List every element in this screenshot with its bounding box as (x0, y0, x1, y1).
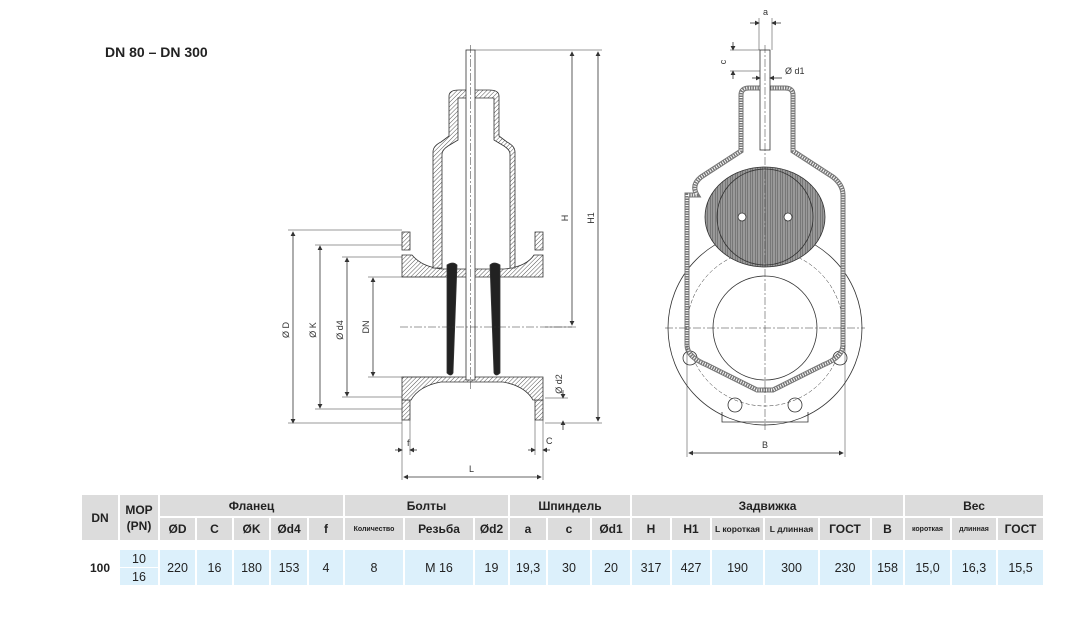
label-od2: Ø d2 (554, 374, 564, 394)
valve-drawing: Ø D Ø K Ø d4 DN H H1 Ø d2 f C L a c Ø d1… (281, 7, 865, 480)
pn-value: 16 (120, 568, 158, 585)
table-cell: 180 (234, 550, 269, 585)
table-cell: 20 (592, 550, 630, 585)
mop-header: MOP(PN) (120, 495, 158, 540)
column-header: Количество (345, 518, 403, 540)
table-cell: M 16 (405, 550, 473, 585)
column-header: f (309, 518, 343, 540)
label-c-flange: C (546, 436, 553, 446)
column-header: Ød2 (475, 518, 508, 540)
table-cell: 230 (820, 550, 870, 585)
column-header: L длинная (765, 518, 818, 540)
pn-label: (PN) (126, 518, 152, 533)
page-title: DN 80 – DN 300 (105, 44, 208, 60)
label-ok: Ø K (308, 322, 318, 338)
table-cell: 30 (548, 550, 590, 585)
column-header: короткая (905, 518, 950, 540)
column-header: Ød1 (592, 518, 630, 540)
pn-value: 10 (120, 550, 158, 567)
table-cell: 4 (309, 550, 343, 585)
column-header: длинная (952, 518, 996, 540)
table-cell: 8 (345, 550, 403, 585)
column-header: L короткая (712, 518, 763, 540)
front-view (665, 18, 865, 457)
label-b: B (762, 440, 768, 450)
column-header: ØK (234, 518, 269, 540)
table-cell: 153 (271, 550, 307, 585)
column-header: ГОСТ (820, 518, 870, 540)
column-header: H1 (672, 518, 710, 540)
table-cell: 16 (197, 550, 232, 585)
table-cell: 15,5 (998, 550, 1043, 585)
column-header: ØD (160, 518, 195, 540)
label-f: f (407, 438, 410, 448)
label-a: a (763, 7, 768, 17)
column-header: C (197, 518, 232, 540)
dn-value: 100 (82, 550, 118, 585)
column-header: a (510, 518, 546, 540)
group-header: Задвижка (632, 495, 903, 516)
mop-label: MOP (125, 502, 153, 517)
column-header: ГОСТ (998, 518, 1043, 540)
group-header: Болты (345, 495, 508, 516)
section-view (288, 45, 602, 480)
column-header: H (632, 518, 670, 540)
table-cell: 220 (160, 550, 195, 585)
label-h1: H1 (586, 212, 596, 224)
table-cell: 19,3 (510, 550, 546, 585)
group-header: Вес (905, 495, 1043, 516)
label-c-spindle: c (718, 59, 728, 64)
table-cell: 300 (765, 550, 818, 585)
label-l: L (469, 464, 474, 474)
label-od4: Ø d4 (335, 320, 345, 340)
table-cell: 158 (872, 550, 903, 585)
column-header: B (872, 518, 903, 540)
group-header: Фланец (160, 495, 343, 516)
label-od1: Ø d1 (785, 66, 805, 76)
table-cell: 15,0 (905, 550, 950, 585)
table-cell: 19 (475, 550, 508, 585)
column-header: Ød4 (271, 518, 307, 540)
column-header: c (548, 518, 590, 540)
table-cell: 190 (712, 550, 763, 585)
label-dn: DN (361, 321, 371, 334)
label-h: H (560, 215, 570, 222)
table-cell: 317 (632, 550, 670, 585)
table-cell: 16,3 (952, 550, 996, 585)
column-header: Резьба (405, 518, 473, 540)
dn-header: DN (82, 495, 118, 540)
table-cell: 427 (672, 550, 710, 585)
label-od: Ø D (281, 322, 291, 339)
group-header: Шпиндель (510, 495, 630, 516)
